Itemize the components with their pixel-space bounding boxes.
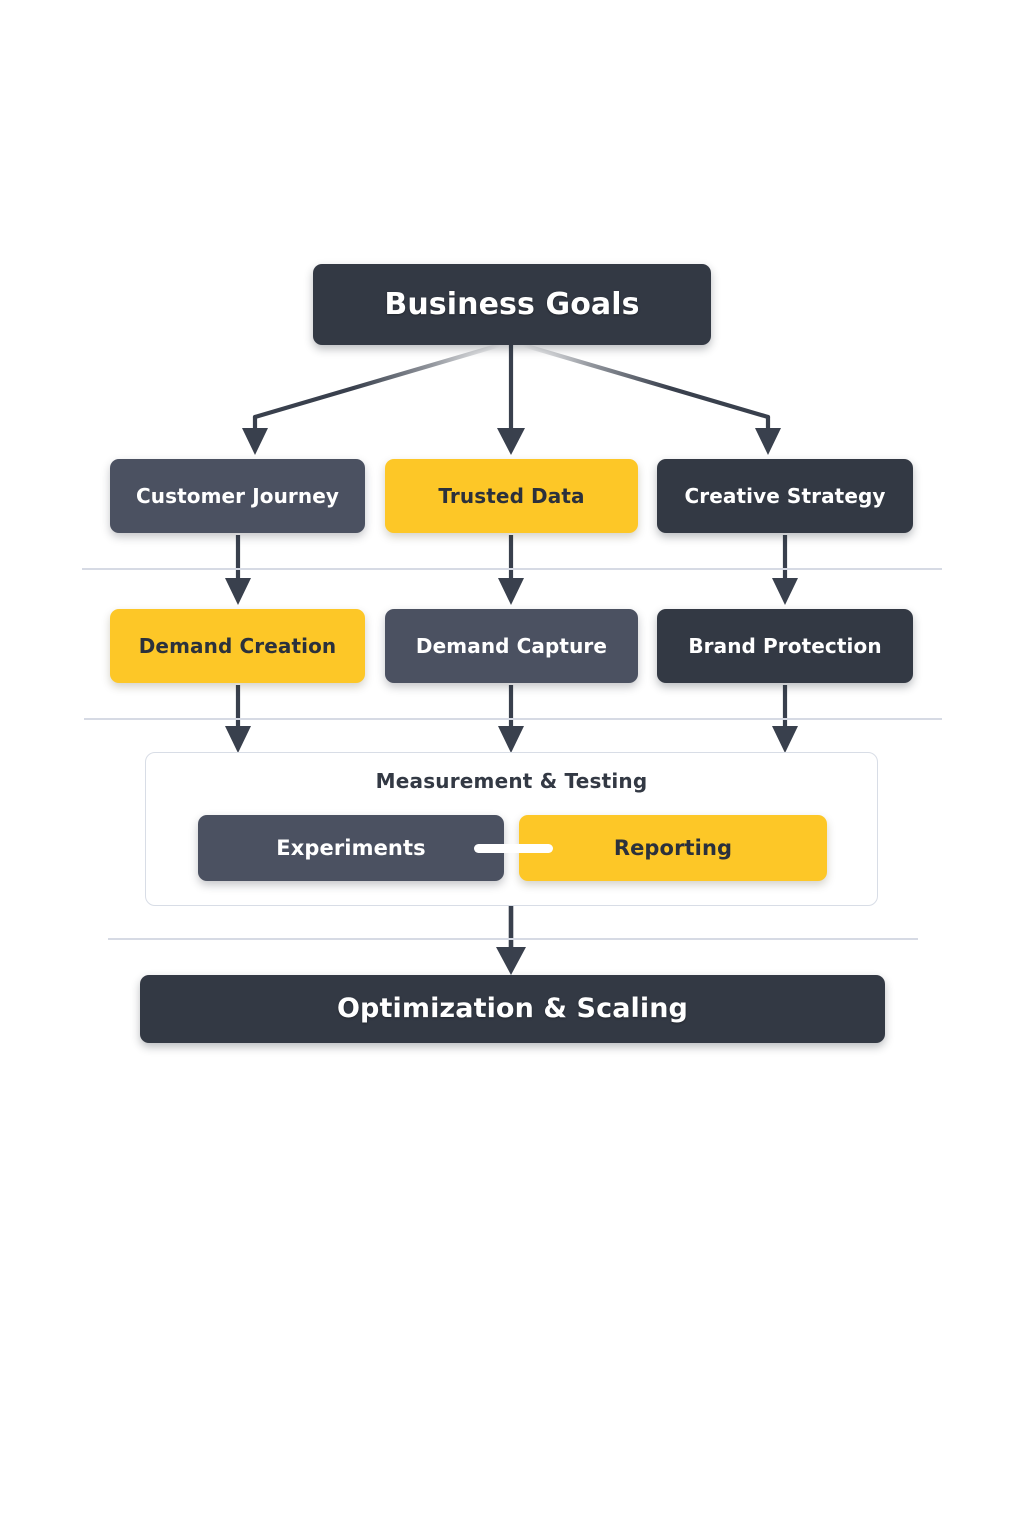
node-experiments[interactable]: Experiments: [198, 815, 504, 881]
node-customer-journey[interactable]: Customer Journey: [110, 459, 365, 533]
section-divider-outcome: [108, 938, 918, 940]
node-business-goals-label: Business Goals: [384, 286, 640, 322]
arrow-goals-to-trusted-data: [497, 342, 525, 455]
node-reporting[interactable]: Reporting: [519, 815, 827, 881]
node-brand-protection-label: Brand Protection: [688, 633, 882, 658]
section-divider-pillars: [82, 568, 942, 570]
node-optimization-scaling-label: Optimization & Scaling: [337, 992, 688, 1024]
node-optimization-scaling[interactable]: Optimization & Scaling: [140, 975, 885, 1043]
node-experiments-label: Experiments: [276, 835, 426, 860]
node-creative-strategy[interactable]: Creative Strategy: [657, 459, 913, 533]
node-creative-strategy-label: Creative Strategy: [684, 483, 886, 508]
node-business-goals[interactable]: Business Goals: [313, 264, 711, 345]
node-demand-creation-label: Demand Creation: [138, 633, 337, 658]
arrow-goals-to-customer-journey: [242, 342, 503, 455]
panel-measurement-testing-title: Measurement & Testing: [375, 769, 648, 793]
arrow-creative-strategy-to-brand-protection: [772, 535, 798, 605]
node-trusted-data[interactable]: Trusted Data: [385, 459, 638, 533]
arrow-trusted-data-to-demand-capture: [498, 535, 524, 605]
node-reporting-label: Reporting: [613, 835, 733, 860]
node-brand-protection[interactable]: Brand Protection: [657, 609, 913, 683]
node-demand-capture[interactable]: Demand Capture: [385, 609, 638, 683]
node-trusted-data-label: Trusted Data: [438, 483, 585, 508]
node-demand-capture-label: Demand Capture: [415, 633, 608, 658]
arrow-customer-journey-to-demand-creation: [225, 535, 251, 605]
connector-experiments-reporting: [474, 844, 553, 853]
arrow-goals-to-creative-strategy: [520, 342, 781, 455]
section-divider-motions: [84, 718, 942, 720]
arrow-measurement-to-optimization: [496, 906, 526, 975]
node-customer-journey-label: Customer Journey: [135, 483, 340, 508]
node-demand-creation[interactable]: Demand Creation: [110, 609, 365, 683]
